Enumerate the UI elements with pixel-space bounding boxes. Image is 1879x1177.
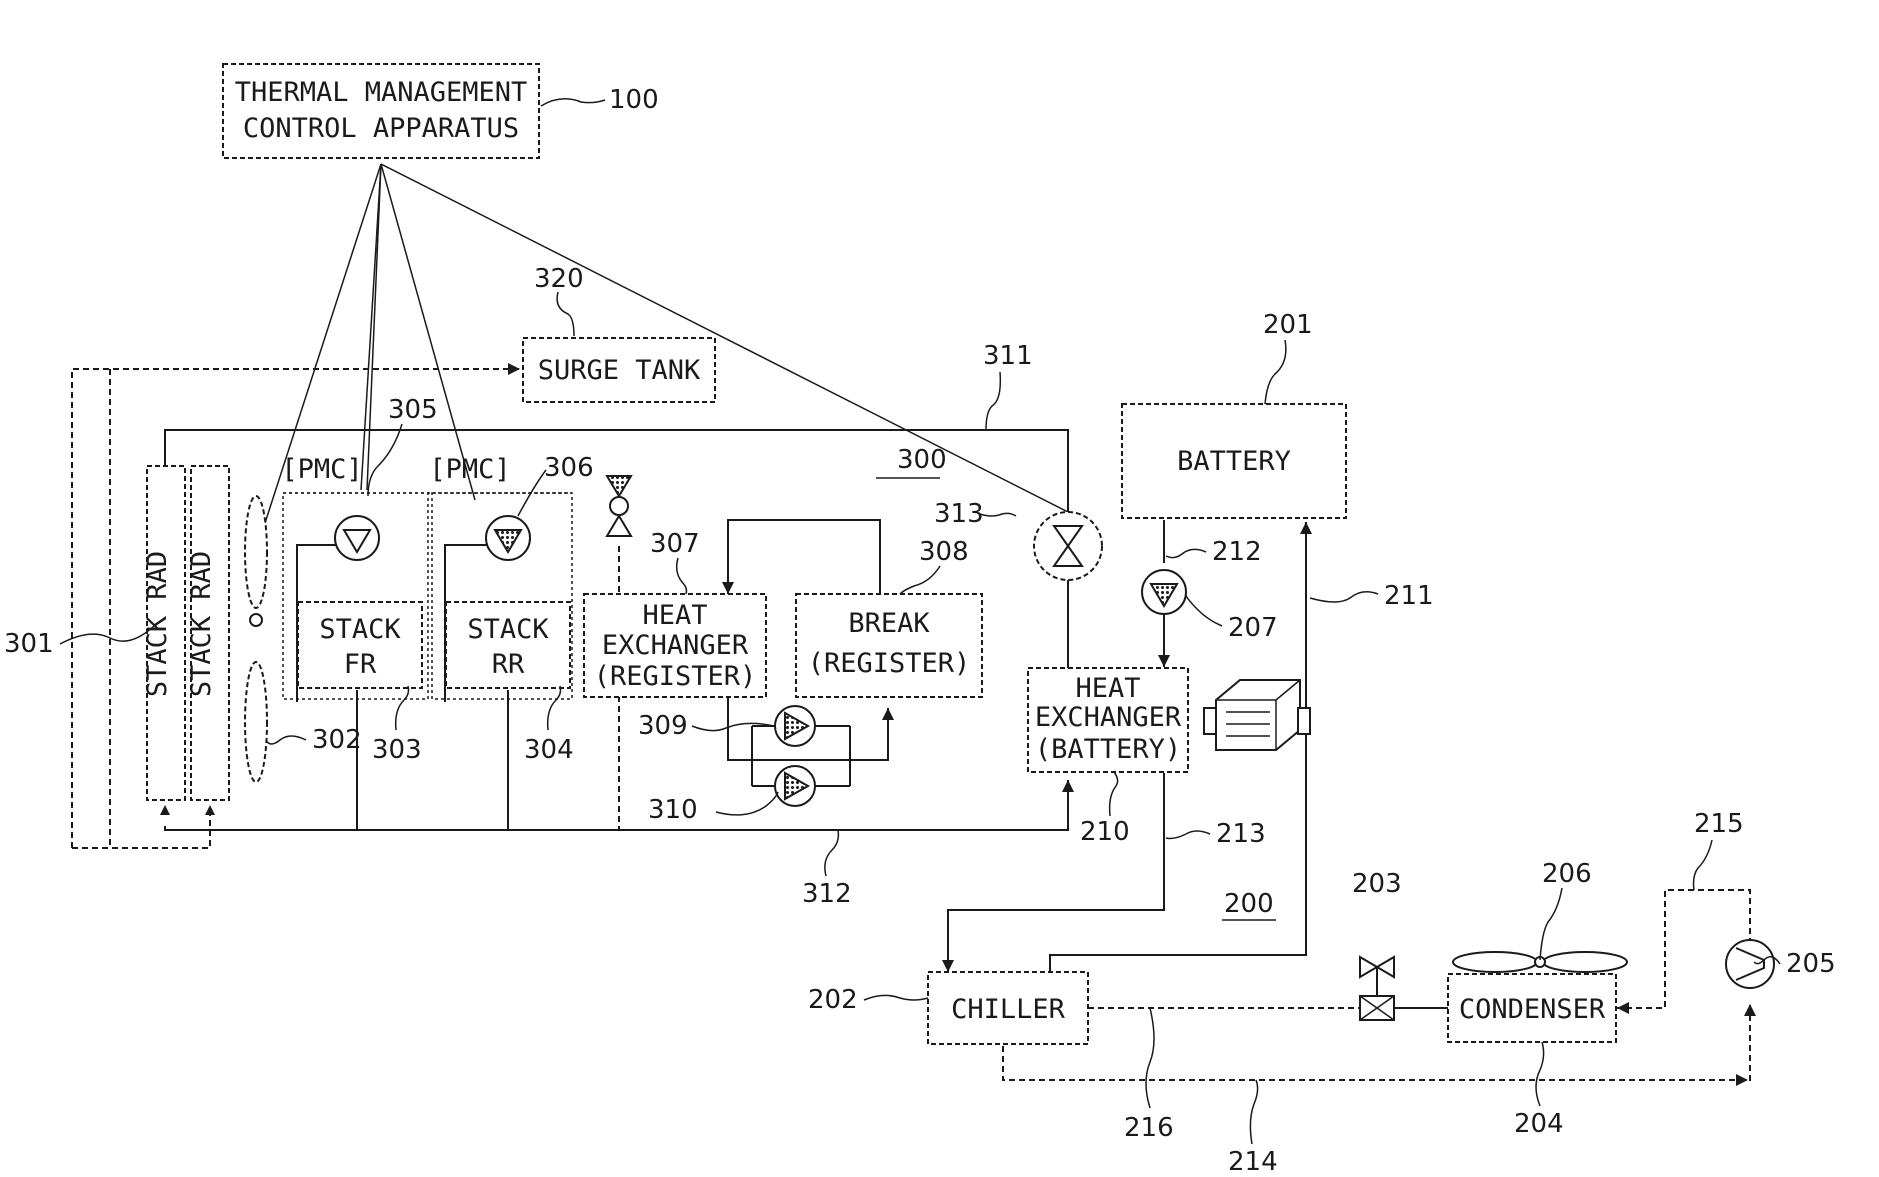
- ref-212: 212: [1212, 537, 1262, 567]
- ref-206: 206: [1542, 859, 1592, 889]
- pump-305-icon: [335, 516, 379, 560]
- tmca-label-line2: CONTROL APPARATUS: [243, 113, 519, 144]
- stack-rr-line2: RR: [492, 649, 525, 680]
- stack-radiator-1: STACK RAD: [142, 466, 185, 800]
- ref-301: 301: [4, 629, 54, 659]
- ref-214: 214: [1228, 1147, 1278, 1177]
- stack-fr-line1: STACK: [319, 614, 401, 645]
- pmc-label-2: [PMC]: [429, 454, 510, 485]
- break-register-box: BREAK (REGISTER): [796, 594, 982, 697]
- ref-306: 306: [544, 453, 594, 483]
- hx-battery-line1: HEAT: [1075, 673, 1140, 704]
- stack-rad-label-2: STACK RAD: [186, 551, 217, 697]
- pump-207-icon: [1142, 570, 1186, 614]
- stack-fr-box: STACK FR: [298, 602, 422, 688]
- expansion-valve-203-icon: [1360, 957, 1394, 1020]
- ref-211: 211: [1384, 581, 1434, 611]
- heat-exchanger-battery-box: HEAT EXCHANGER (BATTERY): [1028, 668, 1188, 772]
- compressor-205-icon: [1726, 940, 1774, 988]
- hx-register-line2: EXCHANGER: [602, 630, 749, 661]
- break-register-line1: BREAK: [848, 608, 930, 639]
- ref-213: 213: [1216, 819, 1266, 849]
- ref-310: 310: [648, 795, 698, 825]
- stack-fr-line2: FR: [344, 649, 377, 680]
- hx-battery-line2: EXCHANGER: [1035, 702, 1182, 733]
- ref-304: 304: [524, 735, 574, 765]
- tmca-label-line1: THERMAL MANAGEMENT: [235, 77, 528, 108]
- ref-307: 307: [650, 529, 700, 559]
- valve-icon: [607, 476, 631, 536]
- radiator-fan: [245, 496, 267, 782]
- ref-311: 311: [983, 341, 1033, 371]
- pump-309-icon: [775, 706, 815, 746]
- pump-306-icon: [486, 516, 530, 560]
- stack-rr-line1: STACK: [467, 614, 549, 645]
- heat-exchanger-register-box: HEAT EXCHANGER (REGISTER): [584, 594, 766, 697]
- ref-210: 210: [1080, 817, 1130, 847]
- ref-312: 312: [802, 879, 852, 909]
- ref-204: 204: [1514, 1109, 1564, 1139]
- ref-205: 205: [1786, 949, 1836, 979]
- ref-216: 216: [1124, 1113, 1174, 1143]
- stack-rr-box: STACK RR: [446, 602, 570, 688]
- heat-exchanger-illustration: [1204, 680, 1310, 750]
- ref-308: 308: [919, 537, 969, 567]
- surge-tank-label: SURGE TANK: [538, 355, 701, 386]
- condenser-box: CONDENSER: [1448, 974, 1616, 1042]
- break-register-line2: (REGISTER): [808, 648, 971, 679]
- pump-310-icon: [775, 766, 815, 806]
- battery-box: BATTERY: [1122, 404, 1346, 518]
- surge-tank-box: SURGE TANK: [523, 338, 715, 402]
- ref-320: 320: [534, 264, 584, 294]
- ref-305: 305: [388, 395, 438, 425]
- ref-200: 200: [1224, 889, 1274, 919]
- ref-313: 313: [934, 499, 984, 529]
- ref-201: 201: [1263, 310, 1313, 340]
- ref-309: 309: [638, 711, 688, 741]
- valve-313-icon: [1034, 512, 1102, 580]
- ref-303: 303: [372, 735, 422, 765]
- ref-100: 100: [609, 85, 659, 115]
- hx-battery-line3: (BATTERY): [1035, 734, 1181, 765]
- ref-215: 215: [1694, 809, 1744, 839]
- stack-rad-label-1: STACK RAD: [142, 551, 173, 697]
- hx-register-line1: HEAT: [642, 600, 707, 631]
- ref-302: 302: [312, 725, 362, 755]
- condenser-label: CONDENSER: [1459, 994, 1606, 1025]
- hx-register-line3: (REGISTER): [594, 661, 757, 692]
- ref-203: 203: [1352, 869, 1402, 899]
- battery-label: BATTERY: [1177, 446, 1291, 477]
- tmca-box: THERMAL MANAGEMENT CONTROL APPARATUS: [223, 64, 539, 158]
- chiller-label: CHILLER: [951, 994, 1066, 1025]
- chiller-box: CHILLER: [928, 972, 1088, 1044]
- stack-radiator-2: STACK RAD: [186, 466, 229, 800]
- ref-202: 202: [808, 985, 858, 1015]
- pmc-label-1: [PMC]: [281, 454, 362, 485]
- ref-207: 207: [1228, 613, 1278, 643]
- ref-300: 300: [897, 445, 947, 475]
